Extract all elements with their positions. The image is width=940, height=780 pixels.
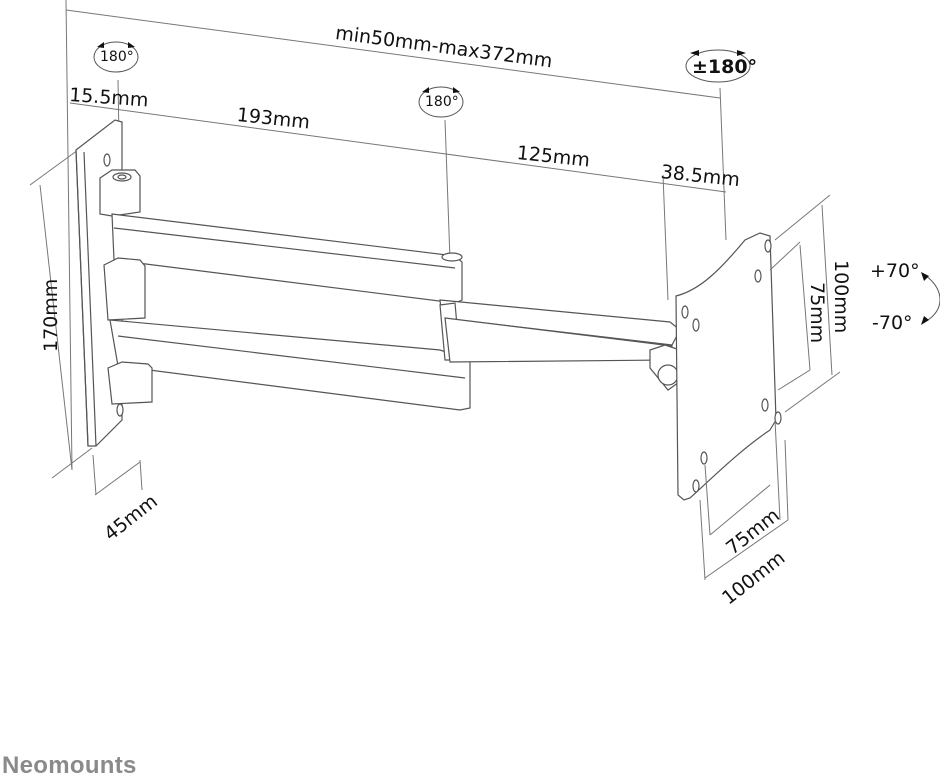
rotation-label-middle: 180° [425, 94, 459, 110]
dimension-line-arms [69, 102, 727, 193]
dimension-label-vesa-inner-vertical: 75mm [806, 282, 828, 344]
dimension-label-vesa-outer-vertical: 100mm [830, 260, 852, 334]
brand-logo: Neomounts [2, 752, 137, 779]
rotation-ellipse-middle [418, 86, 464, 118]
arm-assembly [99, 169, 683, 411]
tilt-label-up: +70° [870, 260, 920, 282]
rotation-ellipse-wall [93, 41, 139, 73]
dimension-line-extension [65, 9, 721, 99]
rotation-ellipse-head [685, 49, 751, 83]
tilt-label-down: -70° [872, 312, 913, 334]
vesa-plate [675, 232, 782, 501]
tilt-arc [924, 274, 940, 323]
rotation-label-head: ±180° [692, 56, 758, 78]
dimension-label-plate-height: 170mm [40, 278, 62, 352]
rotation-label-wall: 180° [100, 49, 134, 65]
